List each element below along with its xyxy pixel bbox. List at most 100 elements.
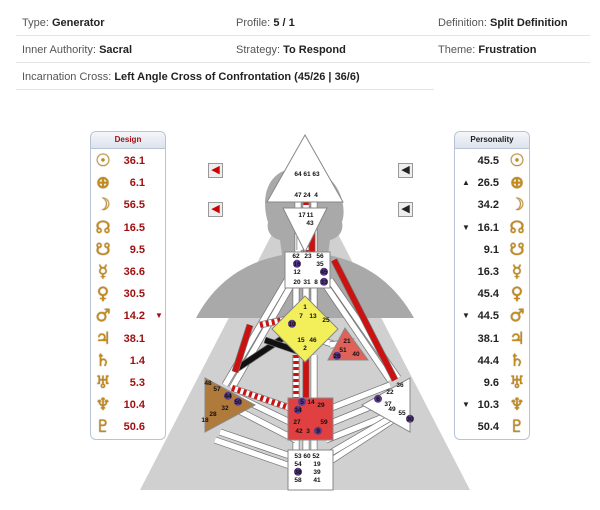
channel-mixed-stripes <box>231 385 297 413</box>
activated-gate-badge <box>320 267 328 276</box>
gate-number: 22 <box>386 389 394 396</box>
design-row: ♇50.6 <box>91 417 165 439</box>
gate-number: 35 <box>316 261 324 268</box>
profile-field: Profile: 5 / 1 <box>236 17 295 29</box>
gate-number: 10 <box>288 321 296 328</box>
sacral-center <box>287 397 334 441</box>
definition-field: Definition: Split Definition <box>438 17 568 29</box>
gate-number: 51 <box>339 347 347 354</box>
direction-arrow-icon: ▼ <box>462 400 470 410</box>
gate-number: 11 <box>307 212 314 219</box>
venus-icon: ♀ <box>510 284 524 305</box>
gate-number: 2 <box>303 345 307 352</box>
gate-number: 38 <box>294 469 302 476</box>
gate-number: 61 <box>303 171 311 178</box>
personality-row: ♆10.3▼ <box>455 395 529 417</box>
gate-number: 34 <box>294 407 302 414</box>
personality-row: ☽34.2 <box>455 195 529 217</box>
left-arrow-icon: ◀ <box>211 203 220 215</box>
design-arrow-bottom[interactable]: ◀ <box>208 202 223 217</box>
design-gate-value: 56.5 <box>123 199 145 212</box>
gate-number: 29 <box>317 402 325 409</box>
gate-number: 23 <box>304 253 312 260</box>
personality-row: ☋ 9.1 <box>455 240 529 262</box>
gate-number: 57 <box>213 386 221 393</box>
personality-gate-value: 16.1 <box>477 221 499 234</box>
gate-number: 33 <box>320 279 328 286</box>
gate-number: 14 <box>307 399 315 406</box>
gate-number: 45 <box>320 269 328 276</box>
design-row: ⊕6.1 <box>91 173 165 195</box>
moon-icon: ☽ <box>95 195 111 216</box>
gate-number: 56 <box>316 253 324 260</box>
gate-number: 9 <box>316 428 320 435</box>
design-panel-title: Design <box>91 132 165 149</box>
personality-row: ♀ 45.4 <box>455 284 529 306</box>
personality-arrow-top[interactable]: ◀ <box>398 163 413 178</box>
gate-number: 17 <box>298 212 306 219</box>
personality-row: ♂44.5▼ <box>455 306 529 328</box>
gate-number: 55 <box>398 410 406 417</box>
personality-row: ⊕26.5▲ <box>455 173 529 195</box>
gate-number: 5 <box>300 399 304 406</box>
gate-number: 50 <box>234 399 242 406</box>
gate-number: 1 <box>303 304 307 311</box>
north-node-icon: ☊ <box>509 217 525 238</box>
saturn-icon: ♄ <box>509 350 525 371</box>
pluto-icon: ♇ <box>95 417 111 438</box>
gate-number: 46 <box>309 337 317 344</box>
gate-number: 3 <box>306 428 310 435</box>
design-row: ♀30.5 <box>91 284 165 306</box>
info-row-authority: Inner Authority: Sacral Strategy: To Res… <box>16 37 590 63</box>
personality-gate-value: 38.1 <box>477 332 499 345</box>
activated-gate-badge <box>298 397 306 406</box>
gate-number: 16 <box>293 261 301 268</box>
gate-number: 27 <box>293 419 301 426</box>
design-row: ♅5.3 <box>91 373 165 395</box>
mars-icon: ♂ <box>95 306 111 327</box>
sun-icon: ☉ <box>509 151 525 171</box>
personality-panel-title: Personality <box>455 132 529 149</box>
personality-row: ♅9.6 <box>455 373 529 395</box>
design-gate-value: 36.6 <box>123 266 145 278</box>
channel <box>214 437 297 471</box>
gate-number: 6 <box>376 396 380 403</box>
direction-arrow-icon: ▲ <box>462 178 470 188</box>
design-gate-value: 6.1 <box>129 177 145 190</box>
design-gate-value: 30.5 <box>123 288 145 301</box>
design-gate-value: 10.4 <box>123 399 145 412</box>
authority-field: Inner Authority: Sacral <box>22 44 133 56</box>
earth-icon: ⊕ <box>509 173 525 194</box>
ajna-center <box>282 207 328 254</box>
jupiter-icon: ♃ <box>95 328 111 349</box>
moon-icon: ☽ <box>509 195 525 216</box>
personality-row: ♃38.1 <box>455 329 529 351</box>
uranus-icon: ♅ <box>509 373 525 393</box>
gate-number: 12 <box>293 269 301 276</box>
personality-gate-value: 45.5 <box>477 155 499 167</box>
gate-number: 41 <box>313 477 321 484</box>
gate-number: 48 <box>204 380 212 387</box>
sun-icon: ☉ <box>95 151 111 171</box>
direction-arrow-icon: ▼ <box>462 222 470 232</box>
gate-number: 4 <box>314 192 318 199</box>
saturn-icon: ♄ <box>95 350 111 371</box>
gate-number: 25 <box>322 317 330 324</box>
gate-number: 13 <box>309 313 317 320</box>
gate-number: 40 <box>352 351 360 358</box>
personality-gate-value: 10.3 <box>477 399 499 412</box>
gate-number: 47 <box>294 192 302 199</box>
design-row: ☉36.1 <box>91 151 165 173</box>
design-arrow-top[interactable]: ◀ <box>208 163 223 178</box>
design-row: ☋9.5 <box>91 240 165 262</box>
strategy-field: Strategy: To Respond <box>236 44 346 56</box>
activated-gate-badge <box>293 259 301 268</box>
personality-gate-value: 9.1 <box>483 243 499 256</box>
personality-arrow-bottom[interactable]: ◀ <box>398 202 413 217</box>
personality-gate-value: 45.4 <box>477 288 499 301</box>
south-node-icon: ☋ <box>509 239 525 260</box>
gate-number: 15 <box>297 337 305 344</box>
gate-number: 19 <box>313 461 321 468</box>
